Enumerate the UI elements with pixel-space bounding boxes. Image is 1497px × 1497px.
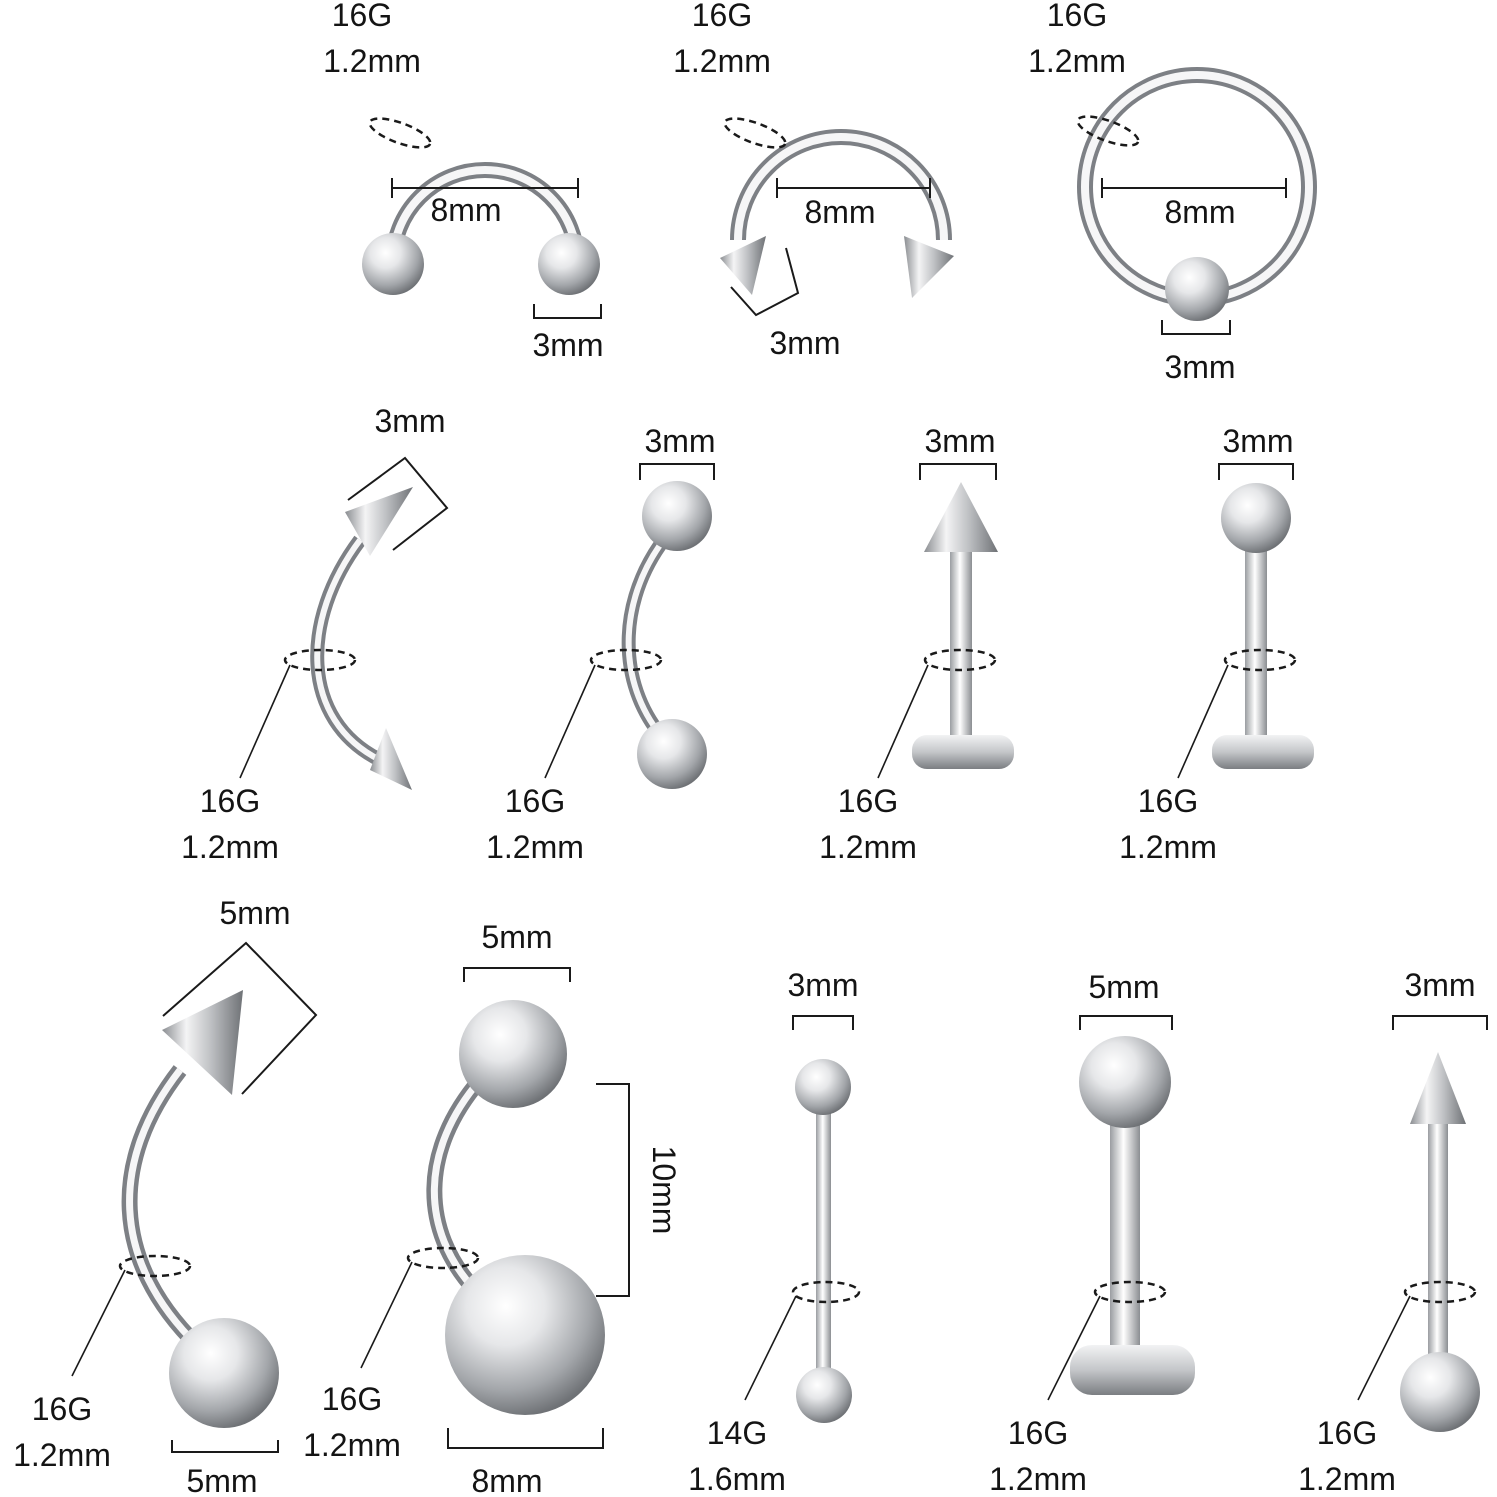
gauge-label: 16G bbox=[322, 1381, 382, 1417]
gauge-label: 16G bbox=[1138, 783, 1198, 819]
gauge-label: 16G bbox=[692, 0, 752, 33]
thickness-label: 1.2mm bbox=[673, 43, 771, 79]
length-label: 10mm bbox=[646, 1146, 682, 1235]
top-size-label: 3mm bbox=[787, 967, 858, 1003]
thickness-label: 1.2mm bbox=[1028, 43, 1126, 79]
bead-size-label: 3mm bbox=[1164, 349, 1235, 385]
item-spike-ball-barbell: 3mm 16G 1.2mm bbox=[1298, 967, 1488, 1497]
gauge-label: 14G bbox=[707, 1415, 767, 1451]
thickness-label: 1.2mm bbox=[323, 43, 421, 79]
thickness-label: 1.6mm bbox=[688, 1461, 786, 1497]
thickness-label: 1.2mm bbox=[486, 829, 584, 865]
top-size-label: 5mm bbox=[1088, 969, 1159, 1005]
gauge-label: 16G bbox=[1047, 0, 1107, 33]
item-belly-ring: 5mm 10mm 8mm 16G 1.2mm bbox=[303, 919, 682, 1497]
top-size-label: 3mm bbox=[1404, 967, 1475, 1003]
item-horseshoe-ball: 16G 1.2mm 8mm 3mm bbox=[323, 0, 603, 363]
bottom-size-label: 8mm bbox=[471, 1463, 542, 1497]
thickness-label: 1.2mm bbox=[1119, 829, 1217, 865]
thickness-label: 1.2mm bbox=[989, 1461, 1087, 1497]
gauge-label: 16G bbox=[838, 783, 898, 819]
thickness-label: 1.2mm bbox=[819, 829, 917, 865]
top-size-label: 3mm bbox=[1222, 423, 1293, 459]
gauge-label: 16G bbox=[505, 783, 565, 819]
bottom-size-label: 5mm bbox=[186, 1463, 257, 1497]
item-labret-ball: 3mm 16G 1.2mm bbox=[1119, 423, 1314, 865]
gauge-label: 16G bbox=[1317, 1415, 1377, 1451]
top-size-label: 3mm bbox=[924, 423, 995, 459]
item-curved-ball-barbell: 3mm 16G 1.2mm bbox=[486, 423, 715, 865]
gauge-label: 16G bbox=[1008, 1415, 1068, 1451]
item-curved-spike-barbell: 3mm 16G 1.2mm bbox=[181, 403, 449, 865]
thickness-label: 1.2mm bbox=[303, 1427, 401, 1463]
top-size-label: 3mm bbox=[374, 403, 445, 439]
thickness-label: 1.2mm bbox=[181, 829, 279, 865]
top-size-label: 5mm bbox=[219, 895, 290, 931]
thickness-label: 1.2mm bbox=[1298, 1461, 1396, 1497]
item-straight-barbell: 3mm 14G 1.6mm bbox=[688, 967, 861, 1497]
spike-size-label: 3mm bbox=[769, 325, 840, 361]
item-large-curved-spike: 5mm 5mm 16G 1.2mm bbox=[13, 895, 318, 1497]
item-large-labret: 5mm 16G 1.2mm bbox=[989, 969, 1195, 1497]
top-size-label: 5mm bbox=[481, 919, 552, 955]
item-labret-spike: 3mm 16G 1.2mm bbox=[819, 423, 1014, 865]
diameter-label: 8mm bbox=[430, 192, 501, 228]
ball-size-label: 3mm bbox=[532, 327, 603, 363]
gauge-label: 16G bbox=[332, 0, 392, 33]
gauge-label: 16G bbox=[200, 783, 260, 819]
top-size-label: 3mm bbox=[644, 423, 715, 459]
item-captive-ring: 16G 1.2mm 8mm 3mm bbox=[1028, 0, 1317, 385]
gauge-label: 16G bbox=[32, 1391, 92, 1427]
item-horseshoe-spike: 16G 1.2mm 8mm 3mm bbox=[673, 0, 954, 361]
thickness-label: 1.2mm bbox=[13, 1437, 111, 1473]
diameter-label: 8mm bbox=[1164, 194, 1235, 230]
diameter-label: 8mm bbox=[804, 194, 875, 230]
